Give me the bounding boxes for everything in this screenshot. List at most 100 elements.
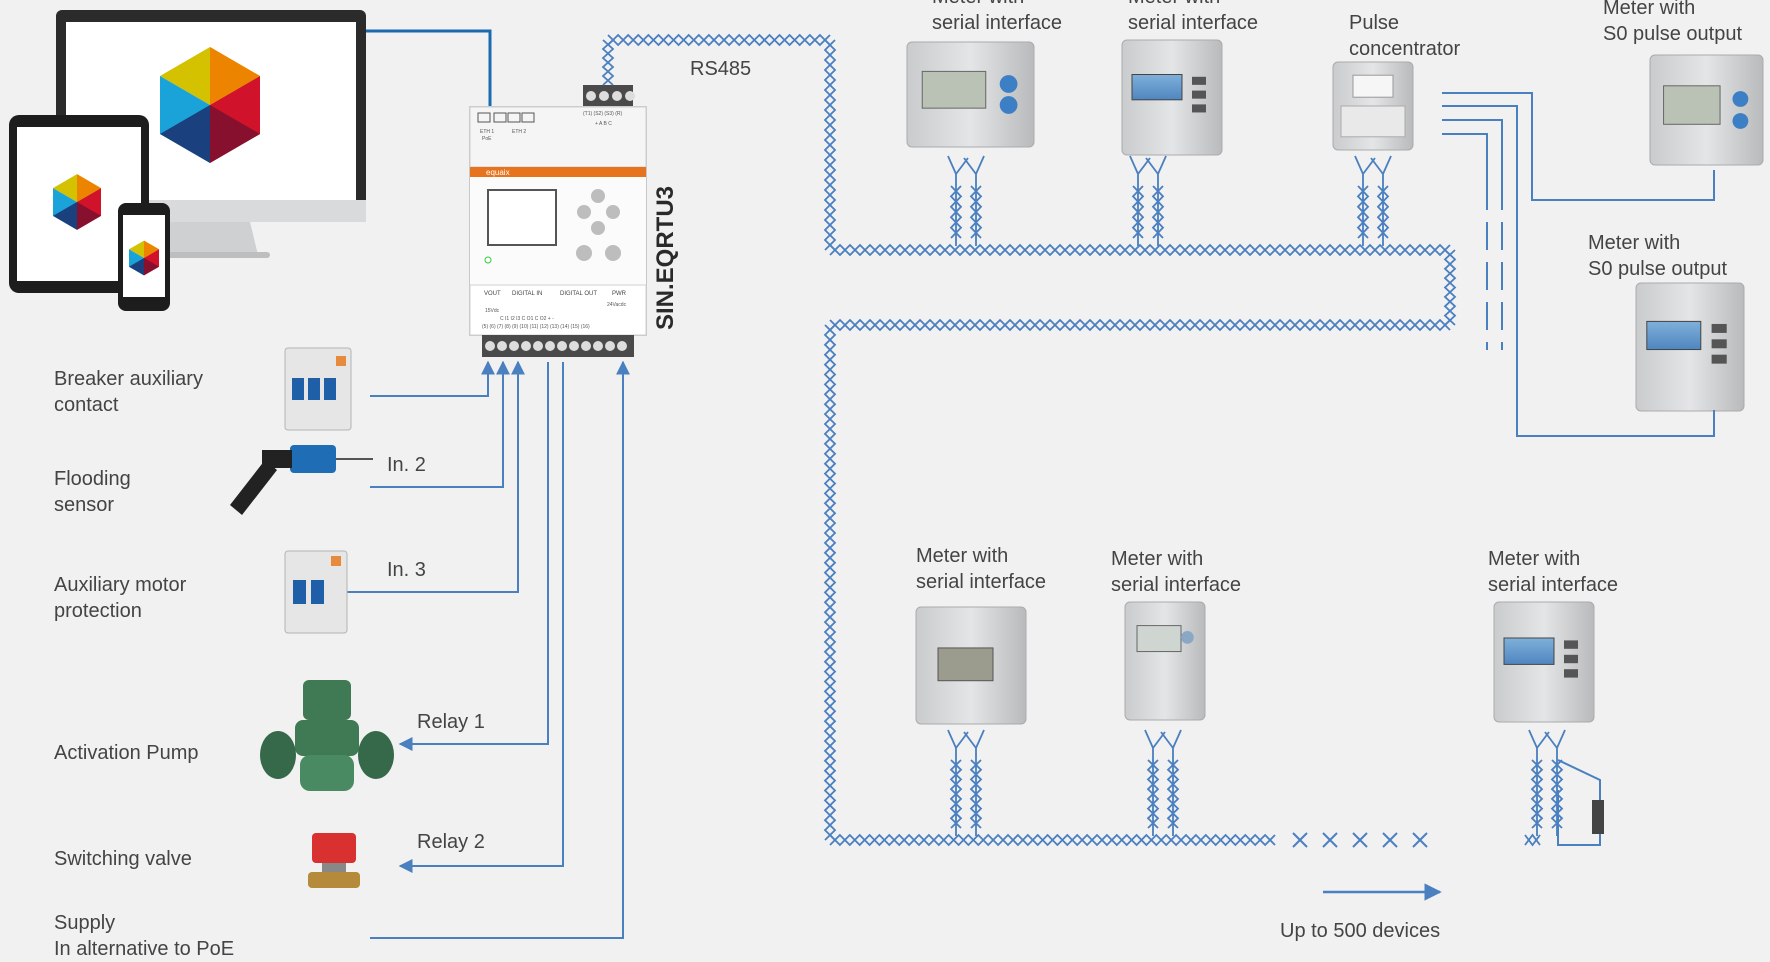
label-flooding-sensor: Flooding sensor bbox=[54, 466, 131, 518]
label-line: Meter with bbox=[1111, 548, 1204, 570]
twisted-wire bbox=[823, 324, 837, 841]
meter-button-icon bbox=[1711, 354, 1727, 364]
rtu-eth1-sub: PoE bbox=[482, 136, 492, 142]
meter-display bbox=[1663, 85, 1721, 125]
label-switching-valve: Switching valve bbox=[54, 846, 192, 872]
rtu-pin-row: C I1 I2 I3 C O1 C O2 + - bbox=[500, 316, 554, 322]
breaker-icon bbox=[284, 347, 352, 431]
meter-grey-bottom-1 bbox=[915, 606, 1027, 725]
bus-continuation-mark bbox=[1352, 832, 1368, 848]
label-top-meter-1: Meter with serial interface bbox=[932, 0, 1062, 36]
bus-continuation-mark bbox=[1292, 832, 1308, 848]
meter-button-icon bbox=[1564, 640, 1578, 649]
label-line: Breaker auxiliary bbox=[54, 368, 203, 390]
label-line: Meter with bbox=[932, 0, 1062, 10]
label-line: Pulse bbox=[1349, 12, 1400, 34]
twisted-wire bbox=[1530, 759, 1544, 829]
rtu-eth2-label: ETH 2 bbox=[512, 129, 526, 135]
twisted-wire bbox=[1524, 834, 1541, 847]
bus-drop bbox=[947, 155, 969, 246]
rtu-model-label: SIN.EQRTU3 bbox=[652, 186, 679, 330]
io-wiring bbox=[345, 360, 630, 939]
twisted-wire bbox=[969, 759, 983, 829]
rtu-section-digital-in: DIGITAL IN bbox=[512, 291, 542, 297]
bus-drop bbox=[963, 155, 985, 246]
label-line: Supply bbox=[54, 912, 116, 934]
twisted-wire bbox=[1151, 185, 1165, 239]
label-in2: In. 2 bbox=[387, 454, 426, 476]
label-bottom-meter-1: Meter with serial interface bbox=[916, 543, 1046, 595]
label-line: Meter with bbox=[1128, 0, 1258, 10]
concentrator-terminals bbox=[1340, 105, 1406, 138]
motor-protection-icon bbox=[284, 550, 348, 634]
label-s0-meter-2: Meter with S0 pulse output bbox=[1588, 230, 1727, 282]
rtu-vout-value: 15Vdc bbox=[485, 308, 500, 314]
meter-button-icon bbox=[1181, 631, 1194, 644]
label-line: In alternative to PoE bbox=[54, 938, 235, 960]
twisted-wire bbox=[829, 243, 1451, 257]
twisted-wire bbox=[829, 243, 1451, 257]
ethernet-cable bbox=[366, 29, 492, 110]
cube-logo-icon bbox=[160, 47, 260, 163]
pulse-wiring bbox=[1442, 92, 1715, 437]
meter-button-icon bbox=[1732, 113, 1749, 129]
rtu-section-vout: VOUT bbox=[484, 291, 501, 297]
bus-drop bbox=[1370, 155, 1392, 246]
pulse-concentrator bbox=[1332, 61, 1414, 151]
meter-button-icon bbox=[1711, 339, 1727, 349]
label-line: sensor bbox=[54, 494, 115, 516]
meter-display bbox=[921, 70, 987, 109]
bus-drop bbox=[963, 729, 985, 836]
label-line: serial interface bbox=[932, 12, 1063, 34]
label-line: serial interface bbox=[1128, 12, 1259, 34]
meter-display bbox=[1503, 637, 1555, 665]
twisted-wire bbox=[949, 185, 963, 239]
bus-drop bbox=[1160, 729, 1182, 836]
twisted-wire bbox=[969, 185, 983, 239]
label-supply: Supply In alternative to PoE bbox=[54, 910, 234, 962]
label-line: S0 pulse output bbox=[1603, 23, 1742, 45]
meter-button-icon bbox=[1564, 669, 1578, 678]
valve-icon bbox=[308, 833, 360, 888]
bus-continuation-mark bbox=[1322, 832, 1338, 848]
flooding-sensor-icon bbox=[230, 445, 373, 515]
label-relay1: Relay 1 bbox=[417, 711, 485, 733]
bus-drop bbox=[1145, 155, 1167, 246]
label-relay2: Relay 2 bbox=[417, 831, 485, 853]
label-bottom-meter-2: Meter with serial interface bbox=[1111, 546, 1241, 598]
twisted-wire bbox=[829, 318, 1451, 332]
label-line: Meter with bbox=[1588, 232, 1681, 254]
meters bbox=[906, 39, 1764, 725]
label-line: concentrator bbox=[1349, 38, 1461, 60]
bus-drop bbox=[1354, 155, 1376, 246]
meter-button-icon bbox=[1192, 76, 1206, 85]
concentrator-face bbox=[1352, 74, 1394, 98]
cube-logo-icon bbox=[129, 240, 159, 276]
rtu-brand: equaix bbox=[486, 168, 510, 177]
label-top-meter-2: Meter with serial interface bbox=[1128, 0, 1258, 36]
rtu-section-pwr: PWR bbox=[612, 291, 627, 297]
label-in3: In. 3 bbox=[387, 559, 426, 581]
label-line: S0 pulse output bbox=[1588, 258, 1727, 280]
pulse-wiring-gaps bbox=[1483, 210, 1506, 342]
twisted-wire bbox=[1376, 185, 1390, 239]
pump-icon bbox=[260, 680, 394, 791]
label-line: Switching valve bbox=[54, 848, 192, 870]
twisted-wire bbox=[1443, 249, 1457, 326]
meter-button-icon bbox=[999, 96, 1018, 114]
meter-button-icon bbox=[1564, 654, 1578, 664]
label-line: Auxiliary motor bbox=[54, 574, 187, 596]
rtu-module bbox=[469, 85, 647, 357]
rtu-section-digital-out: DIGITAL OUT bbox=[560, 291, 597, 297]
label-s0-meter-1: Meter with S0 pulse output bbox=[1603, 0, 1742, 47]
rs485-bus bbox=[601, 33, 1566, 848]
meter-blue-top-2 bbox=[1121, 39, 1223, 156]
meter-body bbox=[1124, 601, 1206, 721]
label-activation-pump: Activation Pump bbox=[54, 740, 199, 766]
twisted-wire bbox=[1146, 759, 1160, 829]
meter-button-icon bbox=[1192, 104, 1206, 113]
rtu-top-terminals2: + A B C bbox=[595, 121, 612, 127]
terminator-resistor bbox=[1557, 759, 1604, 846]
twisted-wire bbox=[1443, 249, 1457, 326]
twisted-wire bbox=[949, 759, 963, 829]
